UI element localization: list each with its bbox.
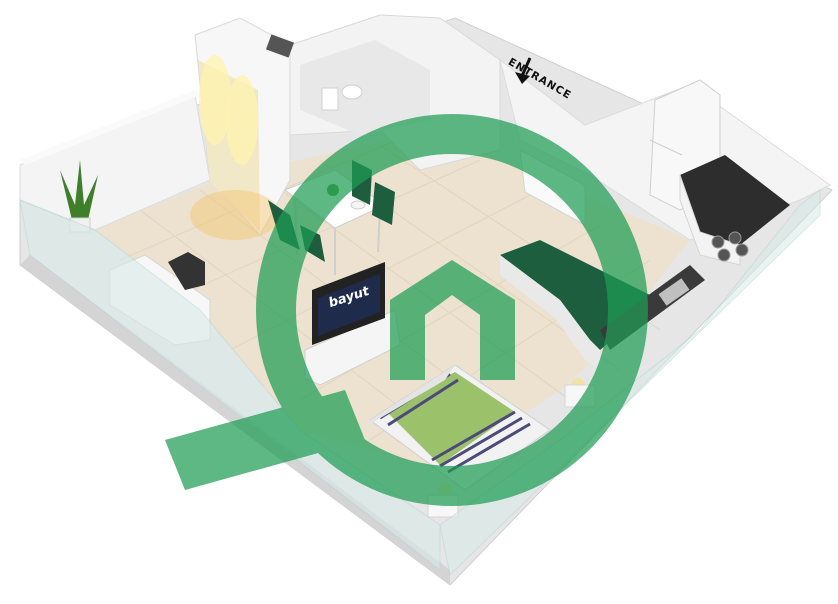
wall-left-top (20, 90, 200, 165)
desk-chair (168, 252, 205, 290)
kitchen-counter-front (679, 174, 741, 266)
stove (711, 231, 749, 262)
floor-glow (190, 190, 280, 240)
slab-front-edge (20, 255, 450, 585)
wardrobe-light-1 (199, 55, 231, 145)
kitchen-island-side (500, 255, 600, 370)
watermark-logo (165, 114, 648, 506)
entrance-arrow-icon (515, 57, 532, 84)
kitchen-counter (680, 155, 790, 245)
tv-screen-glow (318, 274, 380, 336)
bathroom-floor (300, 40, 430, 135)
sink (658, 278, 690, 306)
toilet (341, 84, 363, 100)
bed-headboard (360, 365, 455, 430)
table-plate (350, 200, 366, 210)
wardrobe-light-2 (226, 75, 258, 165)
mirror (265, 34, 295, 58)
dining-chair-4 (372, 182, 395, 225)
vanity (321, 87, 339, 111)
